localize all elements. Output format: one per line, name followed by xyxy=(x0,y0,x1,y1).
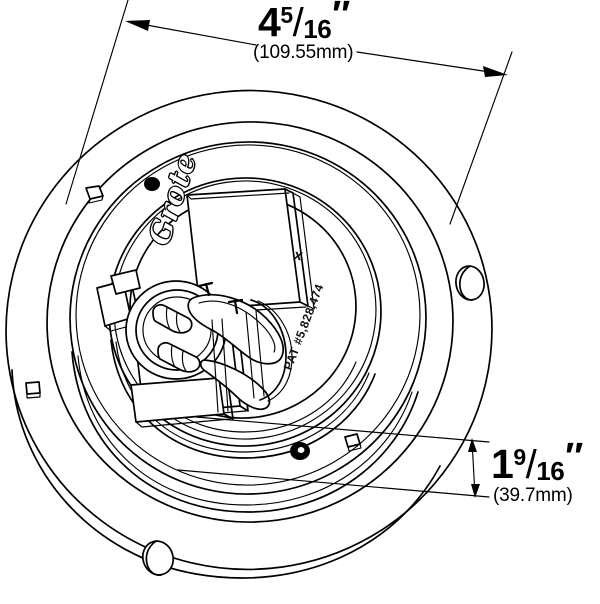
dimension-diameter-fraction: 5 / 16 xyxy=(280,1,332,45)
t-peg-right xyxy=(227,298,244,315)
dim-arrow-depth-up xyxy=(468,438,477,452)
boss-screw xyxy=(290,442,310,460)
lower-hook xyxy=(199,359,271,411)
ext-line-left xyxy=(65,0,129,205)
dimension-depth-denominator: 16 xyxy=(536,456,565,486)
lens-depth-arc-1 xyxy=(110,339,376,459)
dimension-top-group xyxy=(65,0,513,225)
leader-line-depth-top xyxy=(195,416,490,443)
flange-inner-step xyxy=(46,121,454,523)
retention-tab-left xyxy=(25,381,41,399)
body-depth-arc-2 xyxy=(77,355,413,506)
t-peg-left xyxy=(197,281,214,297)
dimension-depth-whole: 1 xyxy=(491,441,514,487)
ext-line-right xyxy=(449,51,513,225)
dimension-diameter-numerator: 5 xyxy=(280,1,293,28)
fraction-slash-icon: / xyxy=(525,443,537,487)
dimension-diameter-metric: (109.55mm) xyxy=(253,42,354,63)
retention-nub-top xyxy=(144,177,160,191)
dimension-depth-unit: ″ xyxy=(565,436,583,478)
retention-tab-bottom-right xyxy=(344,433,362,452)
body-ring-outer-inner xyxy=(75,144,421,486)
dimension-depth-value: 1 9 / 16 ″ xyxy=(491,438,583,487)
retention-tabs-group xyxy=(25,177,362,452)
dim-arrow-depth-down xyxy=(471,484,480,498)
dim-line-top-right xyxy=(356,51,504,75)
dimension-diameter-value: 4 5 / 16 ″ xyxy=(258,0,350,45)
dimension-right-group xyxy=(177,416,490,498)
plate-rib-4 xyxy=(255,310,265,397)
body-ring-outer xyxy=(69,141,427,495)
dim-arrow-top-left xyxy=(125,20,150,31)
flange-outer-edge xyxy=(5,89,493,571)
connector-shell-right xyxy=(250,299,287,401)
center-connector-assembly xyxy=(96,188,315,428)
dimension-depth-fraction: 9 / 16 xyxy=(513,443,565,487)
mounting-holes-group xyxy=(141,265,485,576)
mounting-hole-bottom-inner-edge xyxy=(145,540,162,576)
retention-tab-upper-left xyxy=(85,185,104,204)
mounting-hole-bottom xyxy=(141,540,175,576)
plate-rib-1 xyxy=(211,319,219,413)
mounting-hole-right-inner-edge xyxy=(458,265,473,301)
dimension-diameter-whole: 4 xyxy=(258,0,281,45)
mounting-foot xyxy=(130,377,234,428)
dimension-depth-metric: (39.7mm) xyxy=(493,485,573,506)
lens-retainer-ring-inner xyxy=(113,180,377,440)
dimension-diameter-denominator: 16 xyxy=(303,14,332,44)
leader-line-depth-bottom xyxy=(177,469,490,498)
mounting-hole-right xyxy=(455,265,485,301)
connector-shell-right-2 xyxy=(257,300,293,402)
body-depth-arc-1 xyxy=(71,351,419,513)
dimension-depth-numerator: 9 xyxy=(513,443,526,470)
plate-rib-3 xyxy=(245,311,255,399)
connector-pins xyxy=(152,303,224,373)
fraction-slash-icon: / xyxy=(292,1,304,45)
dim-arrow-top-right xyxy=(483,66,508,77)
flange-rim-thickness xyxy=(11,369,441,579)
dim-line-top-left xyxy=(129,21,257,46)
outer-flange-group xyxy=(5,89,493,579)
dimension-diameter-unit: ″ xyxy=(332,0,350,36)
plate-rib-2 xyxy=(221,318,229,412)
